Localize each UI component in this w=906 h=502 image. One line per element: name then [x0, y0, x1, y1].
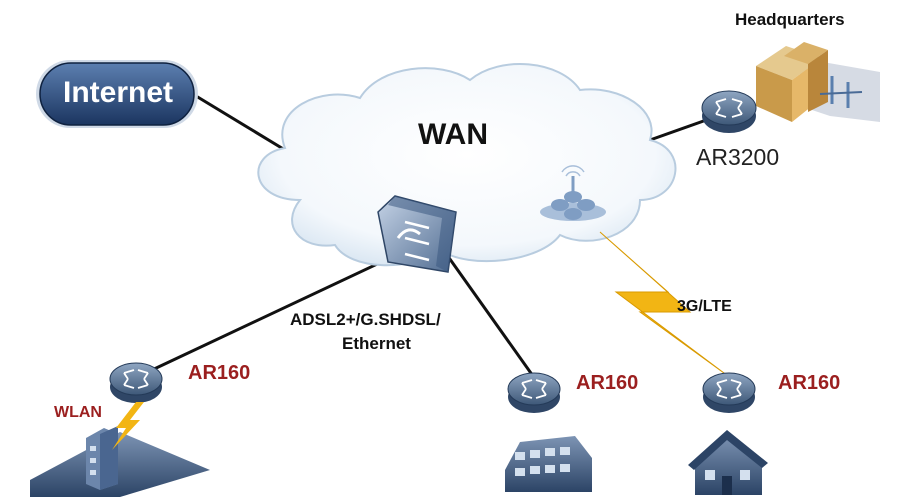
- headquarters-label: Headquarters: [735, 10, 845, 29]
- headquarters-building: [756, 42, 880, 122]
- wan-label: WAN: [418, 118, 488, 151]
- base-station: [540, 165, 606, 221]
- hq-router-label: AR3200: [696, 144, 780, 170]
- router-icon: [507, 372, 561, 413]
- wan-left-branch-link: [151, 256, 391, 372]
- router-icon: [701, 90, 757, 133]
- cellular-label: 3G/LTE: [677, 298, 732, 315]
- link-type-label-line2: Ethernet: [342, 334, 411, 353]
- branch-left-wlan-label: WLAN: [54, 404, 102, 421]
- wan-mid-branch-link: [445, 254, 535, 377]
- internet-label: Internet: [62, 76, 173, 109]
- branch-mid-building: [505, 436, 592, 492]
- branch-right-house: [688, 430, 768, 495]
- wan-hq-link: [649, 116, 713, 142]
- branch-right-router-label: AR160: [778, 372, 841, 394]
- links: [151, 94, 713, 377]
- link-type-label-line1: ADSL2+/G.SHDSL/: [290, 310, 441, 329]
- internet-wan-link: [195, 94, 286, 152]
- wan-cloud: [257, 63, 677, 267]
- branch-left-building: [30, 402, 210, 497]
- branch-left-router-label: AR160: [188, 362, 251, 384]
- internet-node: [36, 60, 198, 128]
- branch-mid-router-label: AR160: [576, 372, 639, 394]
- router-icon: [702, 372, 756, 413]
- aggregation-switch: [377, 195, 457, 273]
- router-icon: [109, 362, 163, 403]
